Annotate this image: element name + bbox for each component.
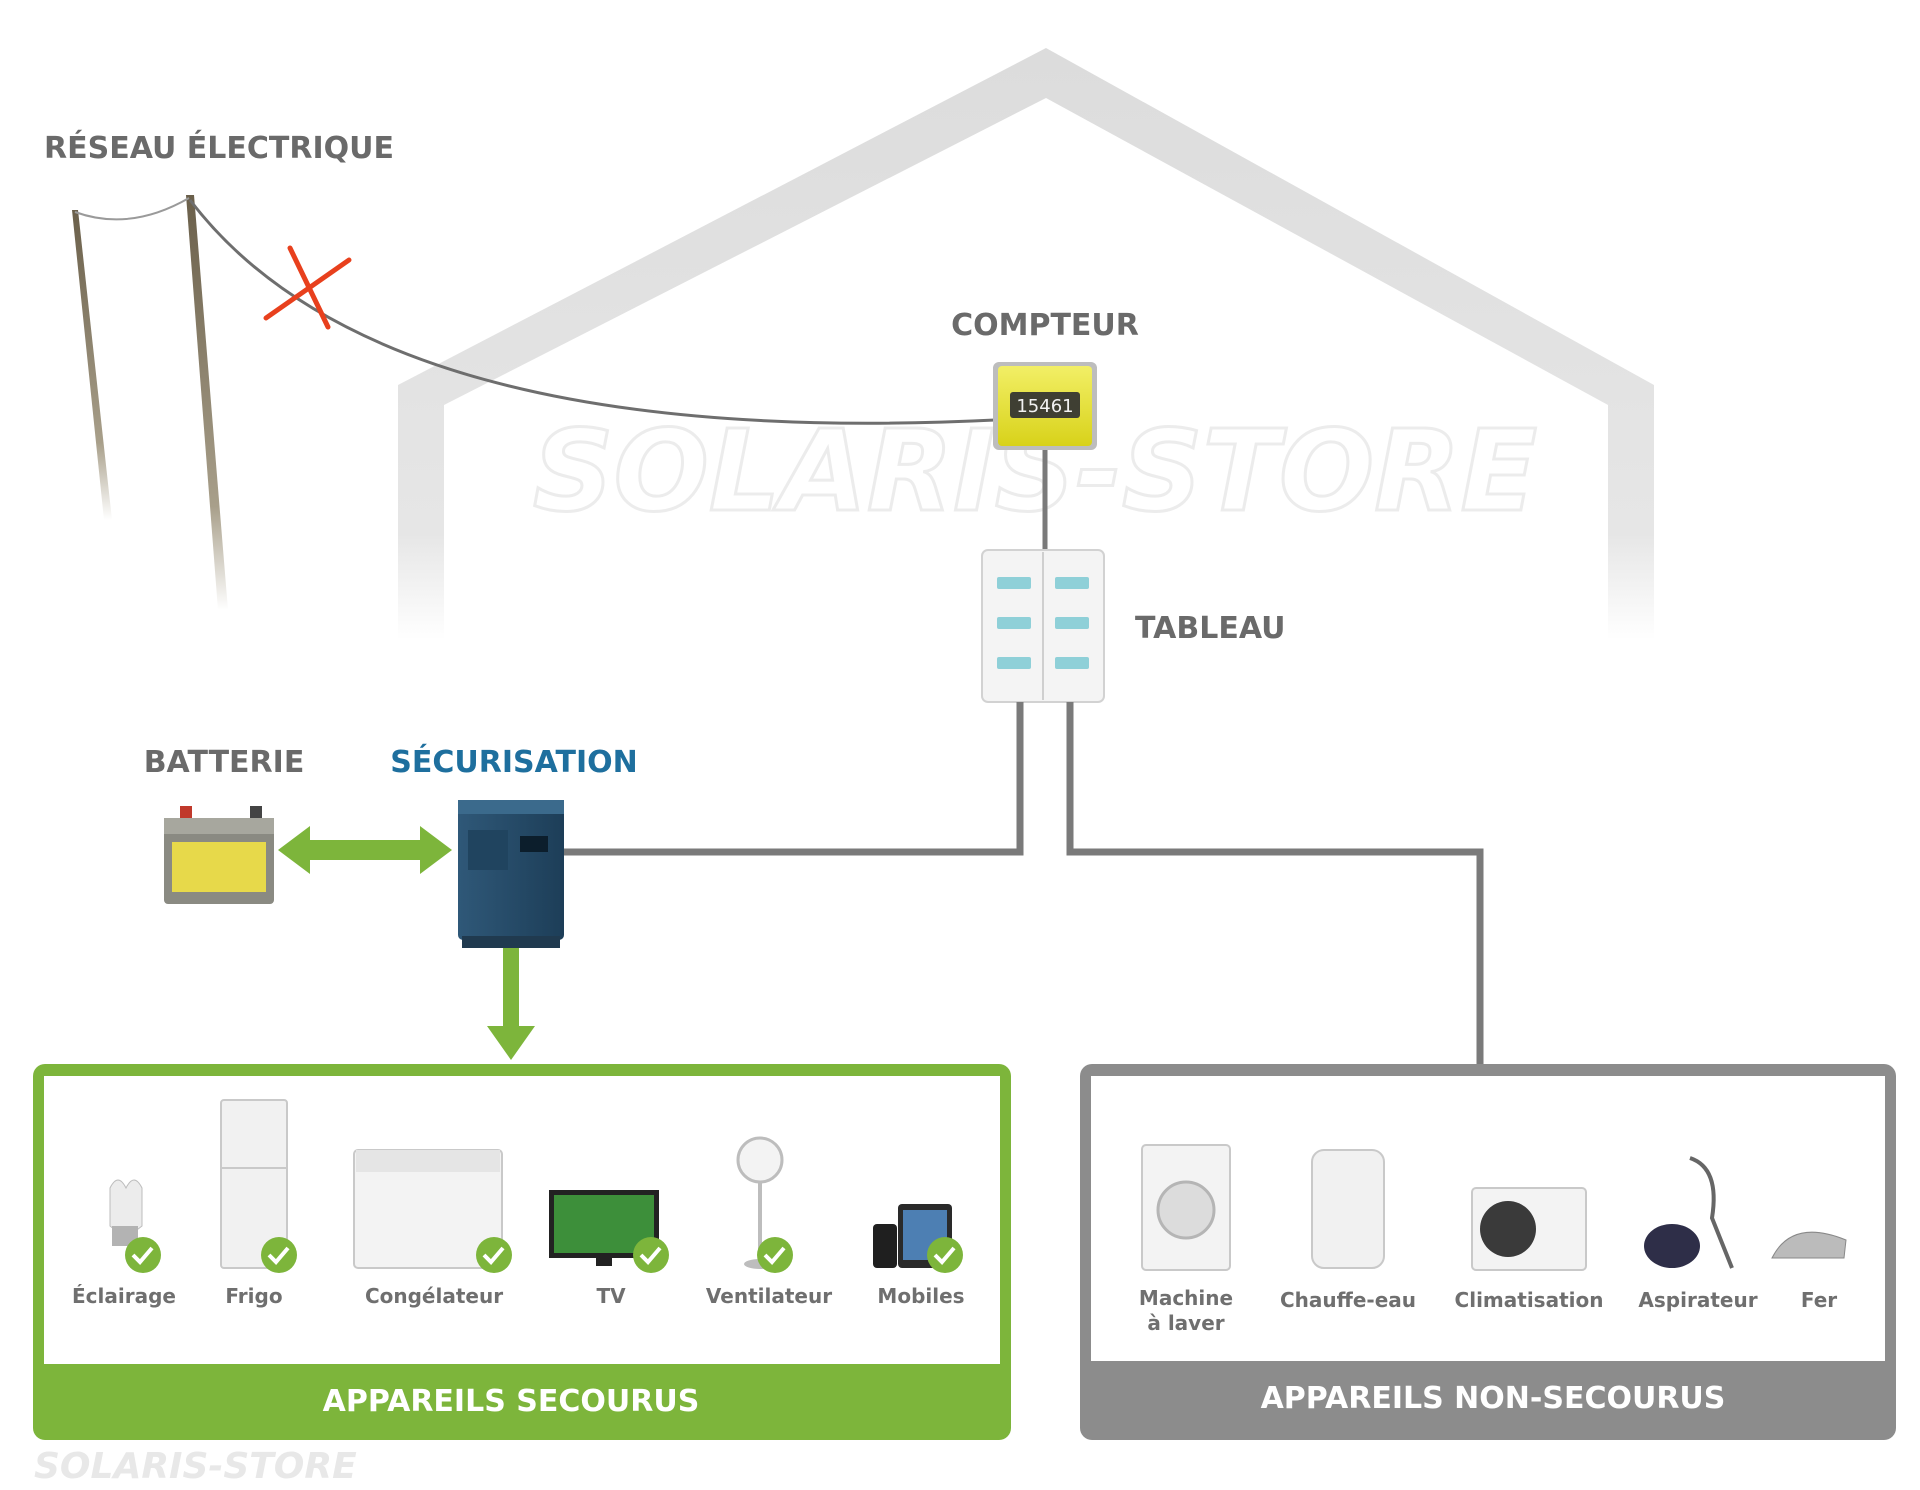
distribution-panel-icon bbox=[981, 549, 1105, 703]
secured-item-label: Ventilateur bbox=[706, 1284, 832, 1308]
wire-panel-to-backup bbox=[560, 702, 1024, 856]
secured-item-label: Congélateur bbox=[365, 1284, 503, 1308]
check-icon-tv bbox=[633, 1237, 669, 1273]
utility-pole-left bbox=[72, 210, 112, 520]
secured-item-label: Frigo bbox=[225, 1284, 282, 1308]
secured-item-label: Mobiles bbox=[877, 1284, 964, 1308]
inverter-icon bbox=[458, 800, 564, 948]
unsecured-item-label: Machine bbox=[1139, 1286, 1233, 1310]
air-conditioner-icon bbox=[1471, 1187, 1587, 1271]
fridge-icon bbox=[220, 1099, 288, 1269]
secured-title: APPAREILS SECOURUS bbox=[323, 1384, 700, 1419]
freezer-icon bbox=[353, 1149, 503, 1269]
battery-label: BATTERIE bbox=[144, 745, 305, 780]
electric-meter-icon: 15461 bbox=[993, 362, 1097, 450]
cut-icon bbox=[263, 245, 352, 330]
meter-reading: 15461 bbox=[1016, 396, 1073, 417]
check-icon-mobiles bbox=[927, 1237, 963, 1273]
watermark-bottom: SOLARIS-STORE bbox=[34, 1446, 357, 1487]
vacuum-icon bbox=[1644, 1156, 1734, 1269]
washing-machine-icon bbox=[1141, 1144, 1231, 1271]
unsecured-item-label: Chauffe-eau bbox=[1280, 1288, 1416, 1312]
lightbulb-icon bbox=[109, 1179, 143, 1246]
backup-label: SÉCURISATION bbox=[390, 744, 637, 780]
panel-label: TABLEAU bbox=[1135, 611, 1285, 646]
power-line-poles bbox=[74, 197, 190, 221]
grid-label: RÉSEAU ÉLECTRIQUE bbox=[44, 130, 394, 166]
secured-item-label: Éclairage bbox=[72, 1284, 176, 1308]
unsecured-title: APPAREILS NON-SECOURUS bbox=[1261, 1381, 1726, 1416]
utility-pole-right bbox=[186, 195, 228, 610]
backup-down-arrow-icon bbox=[487, 948, 535, 1060]
iron-icon bbox=[1771, 1231, 1847, 1259]
unsecured-item-label: Fer bbox=[1801, 1288, 1837, 1312]
secured-item-label: TV bbox=[596, 1284, 626, 1308]
unsecured-item-label: à laver bbox=[1147, 1311, 1224, 1335]
unsecured-item-label: Aspirateur bbox=[1638, 1288, 1757, 1312]
check-icon-congelateur bbox=[476, 1237, 512, 1273]
check-icon-ventilateur bbox=[757, 1237, 793, 1273]
unsecured-item-label: Climatisation bbox=[1455, 1288, 1604, 1312]
battery-icon bbox=[164, 806, 274, 904]
meter-label: COMPTEUR bbox=[951, 308, 1139, 343]
check-icon-eclairage bbox=[125, 1237, 161, 1273]
water-heater-icon bbox=[1311, 1149, 1385, 1269]
power-line-to-meter bbox=[188, 199, 996, 425]
check-icon-frigo bbox=[261, 1237, 297, 1273]
wire-panel-to-unsecured bbox=[1066, 702, 1484, 1064]
battery-backup-arrow-icon bbox=[278, 826, 452, 874]
